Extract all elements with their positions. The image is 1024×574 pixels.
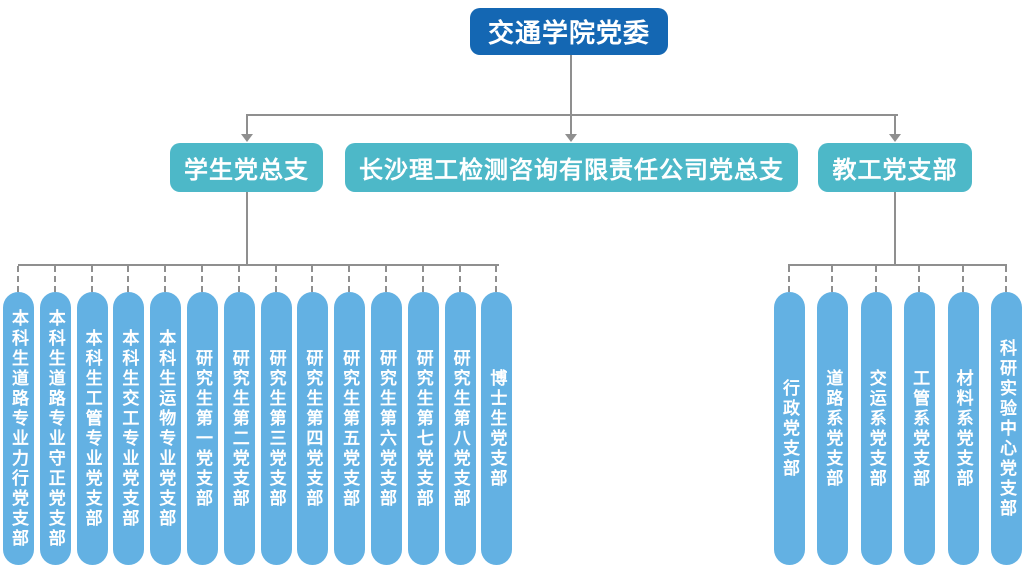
root-node-party-committee: 交通学院党委 <box>470 8 668 55</box>
branch-pill-label: 研究生第三党支部 <box>266 348 286 509</box>
connector-student-stem <box>246 192 248 265</box>
branch-pill: 本科生工管专业党支部 <box>76 266 108 565</box>
connector-faculty-stem <box>894 192 896 265</box>
branch-pill-label: 材料系党支部 <box>953 368 973 489</box>
arrowhead-faculty <box>889 134 901 142</box>
branch-pill-label: 交运系党支部 <box>866 368 886 489</box>
branch-pill-label: 本科生交工专业党支部 <box>119 328 139 529</box>
branch-pill-label: 本科生工管专业党支部 <box>82 328 102 529</box>
branch-pill-label: 本科生道路专业力行党支部 <box>9 308 28 549</box>
branch-pill-label: 研究生第四党支部 <box>303 348 323 509</box>
branch-pill-label: 工管系党支部 <box>910 368 930 489</box>
connector-student-crossbar <box>18 264 499 266</box>
student-branches-group: 本科生道路专业力行党支部本科生道路专业守正党支部本科生工管专业党支部本科生交工专… <box>3 266 513 565</box>
branch-pill-label: 研究生第一党支部 <box>192 348 212 509</box>
arrowhead-company <box>565 134 577 142</box>
branch-pill-label: 道路系党支部 <box>823 368 843 489</box>
branch-pill: 博士生党支部 <box>481 266 513 565</box>
node-company-general-branch: 长沙理工检测咨询有限责任公司党总支 <box>345 143 798 192</box>
branch-pill: 本科生道路专业力行党支部 <box>3 266 34 565</box>
node-student-general-branch: 学生党总支 <box>170 143 323 192</box>
branch-pill-label: 行政党支部 <box>780 378 799 479</box>
connector-root-stem <box>570 55 572 114</box>
branch-pill: 本科生运物专业党支部 <box>150 266 182 565</box>
branch-pill: 研究生第二党支部 <box>223 266 255 565</box>
branch-pill: 研究生第七党支部 <box>407 266 439 565</box>
branch-pill-label: 本科生运物专业党支部 <box>156 328 176 529</box>
connector-drop-faculty <box>894 114 896 135</box>
branch-pill: 交运系党支部 <box>860 266 892 565</box>
branch-pill: 本科生交工专业党支部 <box>113 266 145 565</box>
branch-pill: 工管系党支部 <box>904 266 936 565</box>
connector-level2-crossbar <box>246 114 898 116</box>
branch-pill-label: 本科生道路专业守正党支部 <box>45 308 65 549</box>
branch-pill: 研究生第六党支部 <box>370 266 402 565</box>
branch-pill: 研究生第一党支部 <box>186 266 218 565</box>
branch-pill-label: 科研实验中心党支部 <box>996 338 1016 519</box>
branch-pill: 研究生第四党支部 <box>297 266 329 565</box>
node-faculty-branch: 教工党支部 <box>818 143 972 192</box>
branch-pill: 研究生第三党支部 <box>260 266 292 565</box>
branch-pill: 研究生第八党支部 <box>444 266 476 565</box>
connector-drop-company <box>570 114 572 135</box>
branch-pill: 道路系党支部 <box>817 266 849 565</box>
branch-pill-label: 研究生第八党支部 <box>450 348 470 509</box>
arrowhead-student <box>241 134 253 142</box>
branch-pill-label: 研究生第七党支部 <box>413 348 433 509</box>
branch-pill: 材料系党支部 <box>947 266 979 565</box>
branch-pill: 本科生道路专业守正党支部 <box>39 266 71 565</box>
branch-pill-label: 研究生第五党支部 <box>340 348 360 509</box>
branch-pill-label: 博士生党支部 <box>487 368 507 489</box>
connector-drop-student <box>246 114 248 135</box>
branch-pill-label: 研究生第六党支部 <box>376 348 396 509</box>
faculty-branches-group: 行政党支部 道路系党支部 交运系党支部 工管系党支部 材料系党支部 科研实验中心党支部 <box>774 266 1022 565</box>
branch-pill: 研究生第五党支部 <box>334 266 366 565</box>
branch-pill-label: 研究生第二党支部 <box>229 348 249 509</box>
branch-pill: 行政党支部 <box>774 266 805 565</box>
connector-faculty-crossbar <box>788 264 1007 266</box>
branch-pill: 科研实验中心党支部 <box>990 266 1022 565</box>
